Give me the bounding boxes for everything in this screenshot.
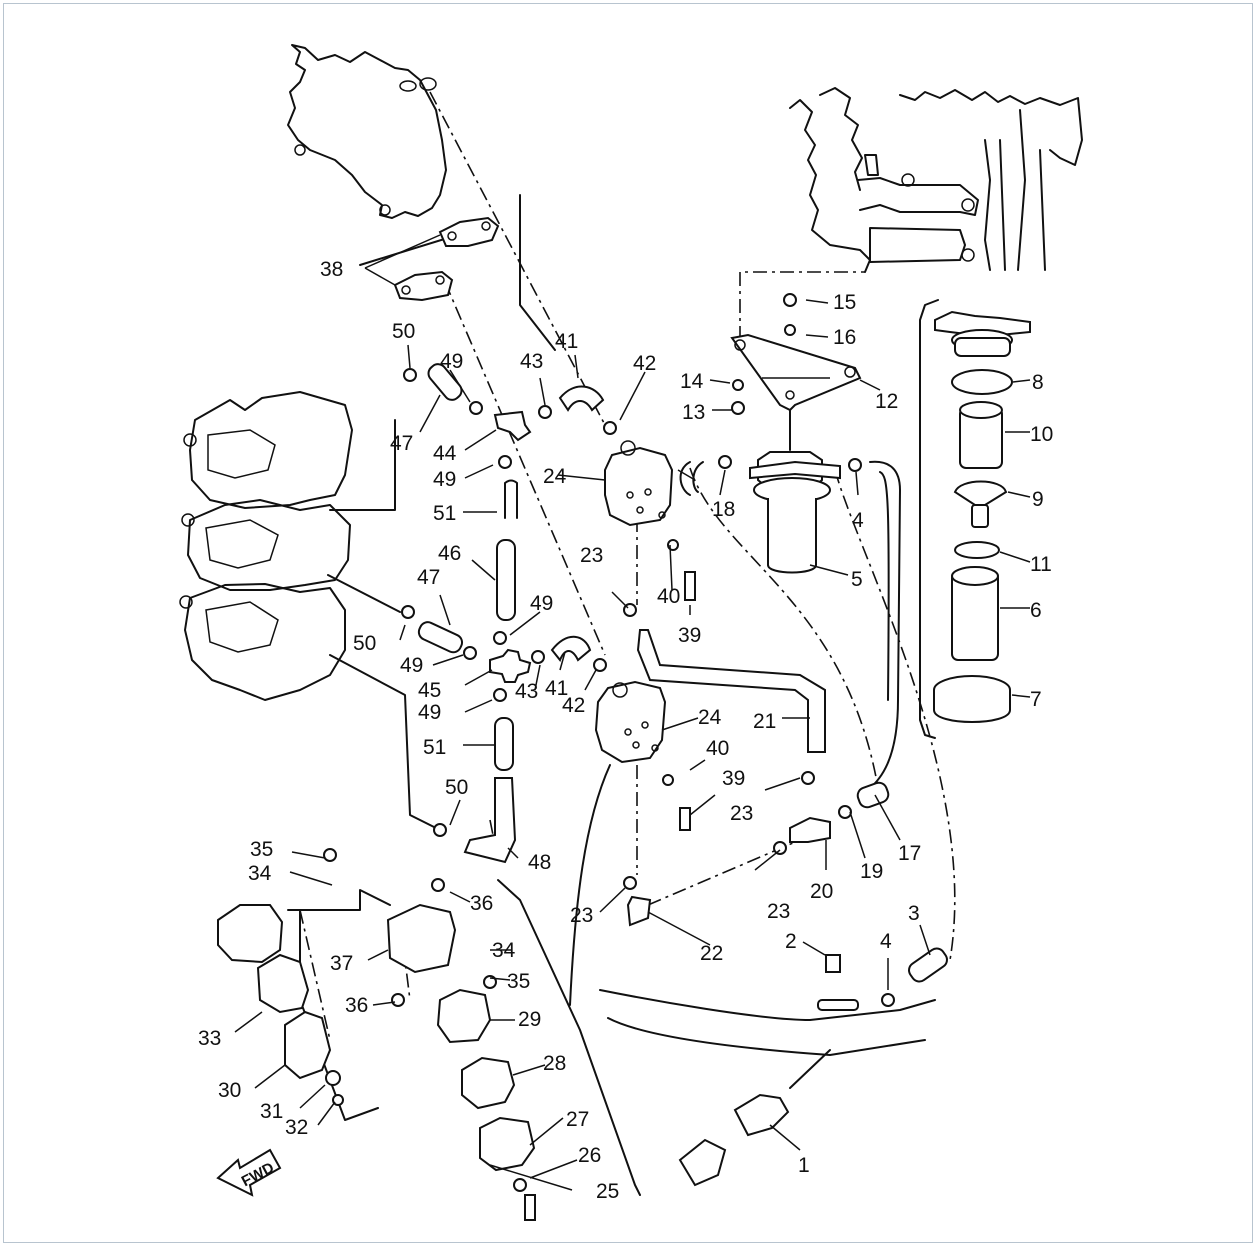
callout-c4a: 4 — [880, 930, 892, 953]
pump-body-group — [217, 903, 536, 1172]
callout-c30: 30 — [218, 1079, 241, 1102]
callout-c45: 45 — [418, 679, 441, 702]
callout-c49d: 49 — [400, 654, 423, 677]
gasket-38-lower — [393, 270, 454, 302]
callout-c41b: 41 — [545, 677, 568, 700]
callout-c39a: 39 — [678, 624, 701, 647]
callout-labels: 1234456789101112131415161718192021222323… — [198, 258, 1053, 1203]
callout-c3: 3 — [908, 902, 920, 925]
callout-c14: 14 — [680, 370, 704, 393]
callout-c11: 11 — [1030, 553, 1052, 576]
callout-c50a: 50 — [392, 320, 415, 343]
callout-c34b: 34 — [492, 939, 516, 962]
callout-c22: 22 — [700, 942, 723, 965]
route-lines — [287, 194, 939, 1196]
callout-c10: 10 — [1030, 423, 1053, 446]
fwd-direction-arrow: FWD — [216, 1148, 282, 1197]
callout-c21: 21 — [753, 710, 776, 733]
gasket-38-upper — [438, 216, 500, 247]
callout-c9: 9 — [1032, 488, 1044, 511]
hose-clamps — [401, 368, 895, 1007]
callout-c51a: 51 — [433, 502, 456, 525]
callout-c18: 18 — [712, 498, 735, 521]
callout-c48: 48 — [528, 851, 551, 874]
callout-c32: 32 — [285, 1116, 308, 1139]
callout-c16: 16 — [833, 326, 856, 349]
callout-c35a: 35 — [250, 838, 273, 861]
callout-c42b: 42 — [562, 694, 585, 717]
callout-c23d: 23 — [570, 904, 593, 927]
image-frame — [3, 3, 1253, 1243]
callout-c44: 44 — [433, 442, 457, 465]
callout-c49c: 49 — [530, 592, 553, 615]
callout-c2: 2 — [785, 930, 797, 953]
callout-c31: 31 — [260, 1100, 283, 1123]
callout-c20: 20 — [810, 880, 833, 903]
fuel-filter-exploded-parts — [933, 310, 1031, 723]
callout-c24b: 24 — [698, 706, 722, 729]
callout-c51b: 51 — [423, 736, 446, 759]
fuel-pump-lower — [594, 680, 667, 764]
callout-c36b: 36 — [345, 994, 368, 1017]
callout-c35b: 35 — [507, 970, 530, 993]
callout-c50c: 50 — [445, 776, 468, 799]
callout-c38: 38 — [320, 258, 343, 281]
joint-44-y — [493, 410, 532, 442]
callout-leaders — [234, 234, 1031, 1191]
callout-c39b: 39 — [722, 767, 745, 790]
callout-c4b: 4 — [852, 509, 864, 532]
joint-45-cross — [489, 648, 532, 683]
callout-c6: 6 — [1030, 599, 1042, 622]
fuel-hoses — [417, 363, 948, 983]
callout-c15: 15 — [833, 291, 856, 314]
callout-c49b: 49 — [433, 468, 456, 491]
callout-c43b: 43 — [515, 680, 538, 703]
callout-c40a: 40 — [657, 585, 680, 608]
callout-c23a: 23 — [580, 544, 603, 567]
callout-c23c: 23 — [767, 900, 790, 923]
callout-c49e: 49 — [418, 701, 441, 724]
callout-c47a: 47 — [390, 432, 413, 455]
callout-c7: 7 — [1030, 688, 1042, 711]
callout-c33: 33 — [198, 1027, 221, 1050]
callout-c29: 29 — [518, 1008, 541, 1031]
callout-c19: 19 — [860, 860, 883, 883]
small-fittings — [323, 293, 859, 1221]
callout-c17: 17 — [898, 842, 921, 865]
callout-c13: 13 — [682, 401, 705, 424]
callout-c40b: 40 — [706, 737, 729, 760]
callout-c37: 37 — [330, 952, 353, 975]
callout-c36a: 36 — [470, 892, 493, 915]
callout-c23b: 23 — [730, 802, 753, 825]
callout-c42a: 42 — [633, 352, 656, 375]
cylinder-head-outline-top — [287, 44, 447, 219]
callout-c5: 5 — [851, 568, 863, 591]
cylinder-block-outline-right — [789, 87, 1083, 273]
callout-c8: 8 — [1032, 371, 1044, 394]
callout-c25: 25 — [596, 1180, 619, 1203]
callout-c26: 26 — [578, 1144, 601, 1167]
callout-c41a: 41 — [555, 330, 578, 353]
callout-c43a: 43 — [520, 350, 543, 373]
callout-c50b: 50 — [353, 632, 376, 655]
callout-c27: 27 — [566, 1108, 589, 1131]
intake-manifold-outline-left — [179, 391, 353, 701]
callout-c1: 1 — [798, 1154, 810, 1177]
callout-c49a: 49 — [440, 350, 463, 373]
callout-c34a: 34 — [248, 862, 272, 885]
fuel-filter-assembly — [730, 333, 862, 574]
callout-c28: 28 — [543, 1052, 566, 1075]
callout-c12: 12 — [875, 390, 898, 413]
callout-c24a: 24 — [543, 465, 567, 488]
assembly-lines — [299, 91, 956, 1041]
fuel-pump-upper — [604, 440, 674, 527]
callout-c46: 46 — [438, 542, 461, 565]
callout-c47b: 47 — [417, 566, 440, 589]
